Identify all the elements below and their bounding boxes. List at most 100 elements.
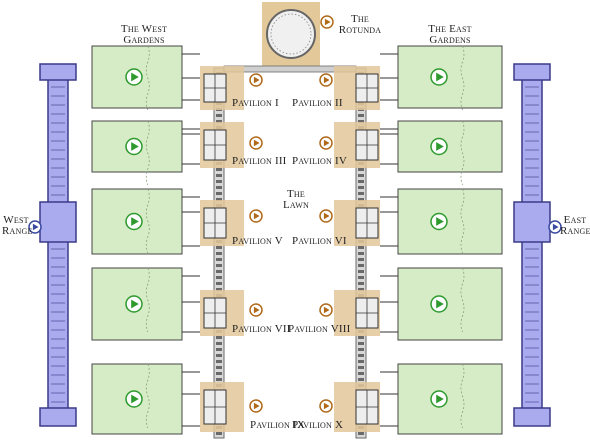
pavilion-8[interactable] bbox=[334, 290, 380, 336]
east-garden-2[interactable] bbox=[397, 120, 503, 186]
pavilion-9-label[interactable]: Pavilion IX bbox=[250, 419, 305, 431]
play-triangle bbox=[253, 402, 260, 410]
garden-wall bbox=[145, 188, 150, 254]
play-triangle bbox=[131, 394, 139, 404]
pavilion-2[interactable] bbox=[334, 66, 380, 110]
colonnade-column bbox=[216, 246, 222, 249]
pavilion-7-play-icon[interactable] bbox=[249, 303, 263, 317]
colonnade-column bbox=[216, 288, 222, 291]
colonnade-column bbox=[358, 348, 364, 351]
colonnade-column bbox=[358, 282, 364, 285]
east-range[interactable] bbox=[513, 63, 551, 427]
pavilion-4-play-icon[interactable] bbox=[319, 136, 333, 150]
rotunda-play-icon[interactable] bbox=[320, 15, 334, 29]
colonnade-column bbox=[358, 252, 364, 255]
colonnade-column bbox=[216, 354, 222, 357]
pavilion-3[interactable] bbox=[200, 122, 244, 168]
range-hotel-bottom bbox=[39, 407, 77, 427]
pavilion-8-play-icon[interactable] bbox=[319, 303, 333, 317]
lawn-label-line1: The bbox=[287, 188, 305, 200]
east-gardens-label[interactable]: The East Gardens bbox=[412, 24, 488, 46]
colonnade-column bbox=[358, 378, 364, 381]
pavilion-5-label[interactable]: Pavilion V bbox=[232, 235, 283, 247]
pavilion-7-label[interactable]: Pavilion VII bbox=[232, 323, 291, 335]
colonnade-column bbox=[216, 186, 222, 189]
pavilion-5-play-icon[interactable] bbox=[249, 209, 263, 223]
pavilion-9-play-icon[interactable] bbox=[249, 399, 263, 413]
west-range-play-icon[interactable] bbox=[28, 220, 42, 234]
colonnade-column bbox=[358, 432, 364, 435]
colonnade-column bbox=[358, 258, 364, 261]
colonnade-column bbox=[216, 372, 222, 375]
play-triangle bbox=[323, 139, 330, 147]
colonnade-column bbox=[216, 348, 222, 351]
colonnade-column bbox=[216, 282, 222, 285]
garden-wall bbox=[145, 120, 150, 186]
pavilion-1-label[interactable]: Pavilion I bbox=[232, 97, 279, 109]
colonnade-column bbox=[216, 198, 222, 201]
pavilion-4[interactable] bbox=[334, 122, 380, 168]
colonnade-column bbox=[216, 432, 222, 435]
east-garden-3-play-icon[interactable] bbox=[430, 212, 448, 231]
east-garden-5[interactable] bbox=[397, 363, 503, 435]
west-range-label-line1: West bbox=[3, 214, 29, 226]
garden-wall bbox=[460, 363, 465, 429]
colonnade-column bbox=[358, 114, 364, 117]
rotunda-label[interactable]: The Rotunda bbox=[334, 14, 386, 36]
garden-plot bbox=[397, 267, 503, 341]
pavilion-8-label[interactable]: Pavilion VIII bbox=[288, 323, 351, 335]
pavilion-1-play-icon[interactable] bbox=[249, 73, 263, 87]
garden-wall bbox=[145, 267, 150, 333]
garden-plot bbox=[397, 363, 503, 435]
west-garden-3-play-icon[interactable] bbox=[125, 212, 143, 231]
play-triangle bbox=[436, 217, 444, 226]
pavilion-6-play-icon[interactable] bbox=[319, 209, 333, 223]
east-garden-1[interactable] bbox=[397, 45, 503, 111]
east-range-play-icon[interactable] bbox=[548, 220, 562, 234]
east-gardens-label-line2: Gardens bbox=[429, 34, 471, 46]
play-triangle bbox=[253, 212, 260, 220]
pavilion-10[interactable] bbox=[334, 382, 380, 432]
west-range[interactable] bbox=[39, 63, 77, 427]
east-garden-4-play-icon[interactable] bbox=[430, 295, 448, 313]
play-triangle bbox=[436, 72, 444, 82]
east-garden-5-play-icon[interactable] bbox=[430, 390, 448, 408]
west-garden-5-play-icon[interactable] bbox=[125, 390, 143, 408]
pavilion-6-label[interactable]: Pavilion VI bbox=[292, 235, 347, 247]
garden-wall bbox=[145, 45, 150, 111]
west-garden-4-play-icon[interactable] bbox=[125, 295, 143, 313]
east-garden-4[interactable] bbox=[397, 267, 503, 341]
pavilion-3-play-icon[interactable] bbox=[249, 136, 263, 150]
west-gardens-label[interactable]: The West Gardens bbox=[106, 24, 182, 46]
east-garden-3[interactable] bbox=[397, 188, 503, 255]
pavilion-6[interactable] bbox=[334, 200, 380, 246]
rotunda-label-line2: Rotunda bbox=[338, 24, 382, 36]
colonnade-column bbox=[216, 336, 222, 339]
east-garden-1-play-icon[interactable] bbox=[430, 68, 448, 86]
pavilion-2-play-icon[interactable] bbox=[319, 73, 333, 87]
play-triangle bbox=[323, 306, 330, 314]
colonnade-column bbox=[358, 192, 364, 195]
east-garden-2-play-icon[interactable] bbox=[430, 137, 448, 156]
pavilion-2-label[interactable]: Pavilion II bbox=[292, 97, 343, 109]
pavilion-3-label[interactable]: Pavilion III bbox=[232, 155, 287, 167]
lawn-label[interactable]: The Lawn bbox=[276, 189, 316, 211]
east-gardens-label-line1: The East bbox=[428, 23, 472, 35]
colonnade-column bbox=[358, 360, 364, 363]
pavilion-7[interactable] bbox=[200, 290, 244, 336]
pavilion-10-play-icon[interactable] bbox=[319, 399, 333, 413]
east-range-label[interactable]: East Range bbox=[560, 215, 590, 237]
pavilion-4-label[interactable]: Pavilion IV bbox=[292, 155, 347, 167]
rotunda-label-line1: The bbox=[351, 13, 369, 25]
colonnade-column bbox=[358, 270, 364, 273]
play-triangle bbox=[436, 394, 444, 404]
west-garden-2-play-icon[interactable] bbox=[125, 137, 143, 156]
west-garden-1-play-icon[interactable] bbox=[125, 68, 143, 86]
east-range-label-line1: East bbox=[563, 214, 587, 226]
west-range-label[interactable]: West Range bbox=[2, 214, 32, 237]
pavilion-1[interactable] bbox=[200, 66, 244, 110]
rotunda[interactable] bbox=[262, 2, 320, 68]
pavilion-9[interactable] bbox=[200, 382, 244, 432]
pavilion-10-label[interactable]: Pavilion X bbox=[292, 419, 344, 431]
pavilion-5[interactable] bbox=[200, 200, 244, 246]
